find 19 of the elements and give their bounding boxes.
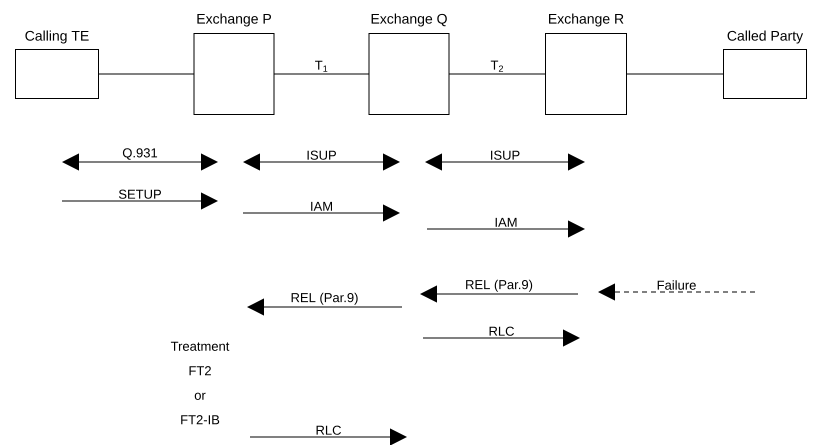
box-heading: Exchange R: [549, 13, 624, 27]
edge-label: T$_{2}$: [490, 60, 504, 72]
message-label: ISUP: [491, 150, 520, 160]
message-label: SETUP: [118, 190, 161, 199]
message-label: REL (Par.9): [292, 292, 358, 305]
message-label: RLC: [316, 426, 341, 435]
box-heading: Calling TE: [25, 30, 89, 44]
message-label: IAM: [496, 218, 516, 227]
message-label: RLC: [490, 326, 514, 336]
message-label: Failure: [658, 280, 696, 290]
message-label: IAM: [311, 202, 332, 211]
message-label: Q.931: [122, 148, 158, 160]
message-label: ISUP: [308, 150, 336, 160]
box-heading: Exchange Q: [372, 13, 447, 27]
box-heading: Called Party: [728, 30, 804, 44]
edge-label: T$_{1}$: [315, 60, 328, 72]
message-label: REL (Par.9): [466, 280, 532, 292]
treatment-note: Treatment FT2 or FT2-IB: [170, 342, 230, 424]
box-heading: Exchange P: [197, 13, 271, 27]
